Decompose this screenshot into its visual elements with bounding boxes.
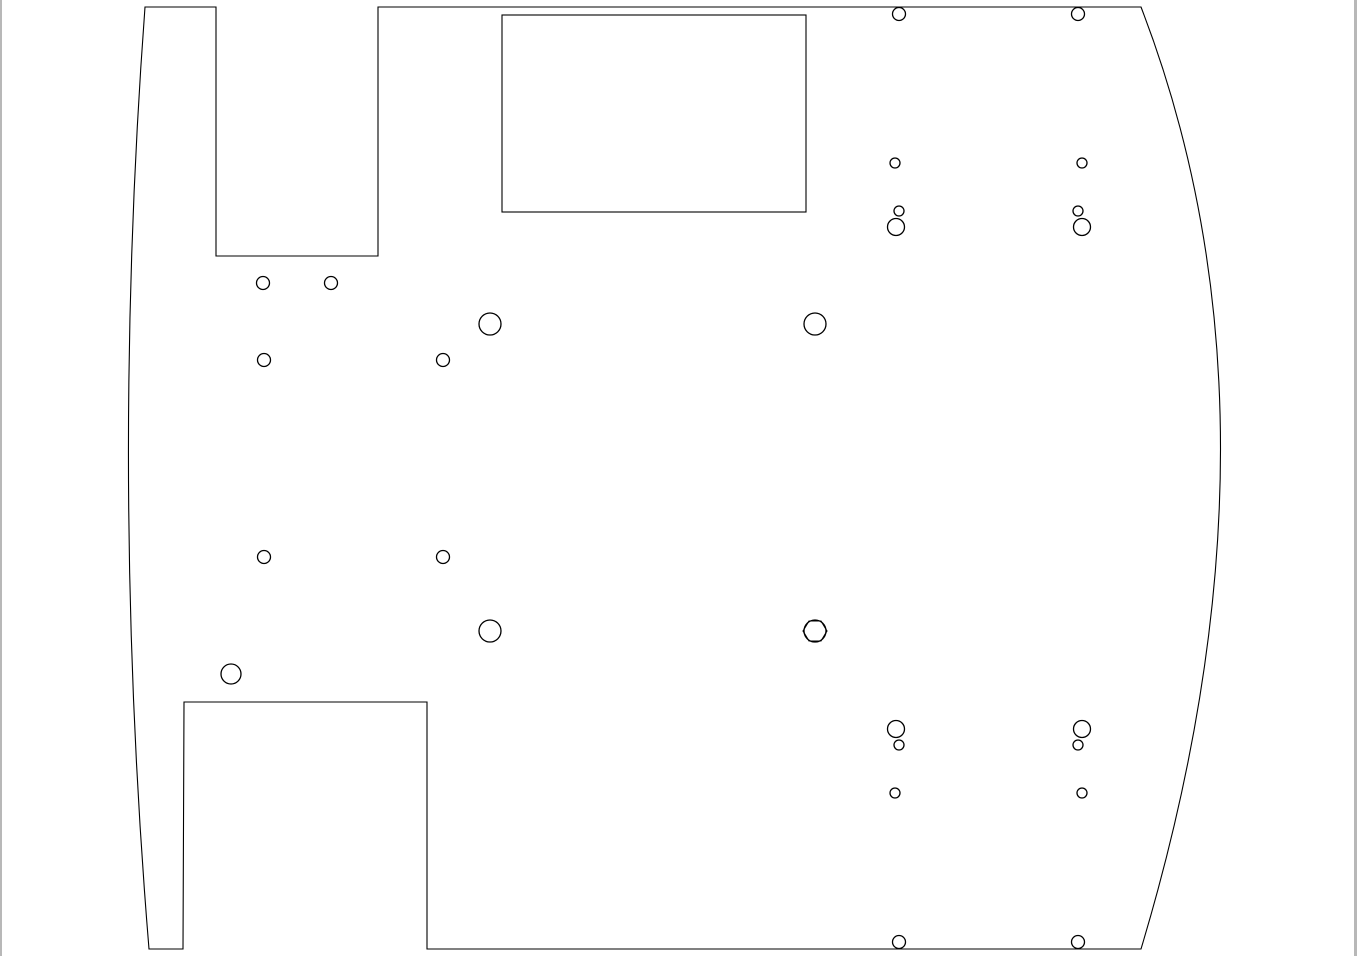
large-hole (803, 312, 827, 336)
mounting-hole (1072, 719, 1092, 739)
mounting-hole (255, 275, 271, 291)
mounting-hole (886, 719, 906, 739)
viewport-border-left (0, 0, 2, 956)
mounting-hole (889, 787, 901, 799)
mounting-hole (893, 205, 905, 217)
mounting-hole (1072, 205, 1084, 217)
mounting-hole (1070, 6, 1086, 22)
mounting-hole (891, 934, 907, 950)
mounting-hole (1076, 787, 1088, 799)
mounting-hole (1070, 934, 1086, 950)
hex-cutout (802, 620, 828, 642)
mounting-hole (323, 275, 339, 291)
mounting-hole (220, 663, 242, 685)
mounting-hole (435, 352, 451, 368)
large-hole (803, 619, 827, 643)
mounting-hole (1072, 217, 1092, 237)
mounting-hole (1076, 157, 1088, 169)
mounting-hole (886, 217, 906, 237)
mounting-hole (1072, 739, 1084, 751)
mounting-hole (256, 549, 272, 565)
rectangular-cutout (501, 14, 807, 213)
large-hole (478, 312, 502, 336)
mounting-hole (893, 739, 905, 751)
mounting-hole (889, 157, 901, 169)
mounting-hole (256, 352, 272, 368)
large-hole (478, 619, 502, 643)
mounting-hole (891, 6, 907, 22)
mounting-hole (435, 549, 451, 565)
plate-outline (127, 6, 1222, 950)
viewport-border-right (1354, 0, 1357, 956)
